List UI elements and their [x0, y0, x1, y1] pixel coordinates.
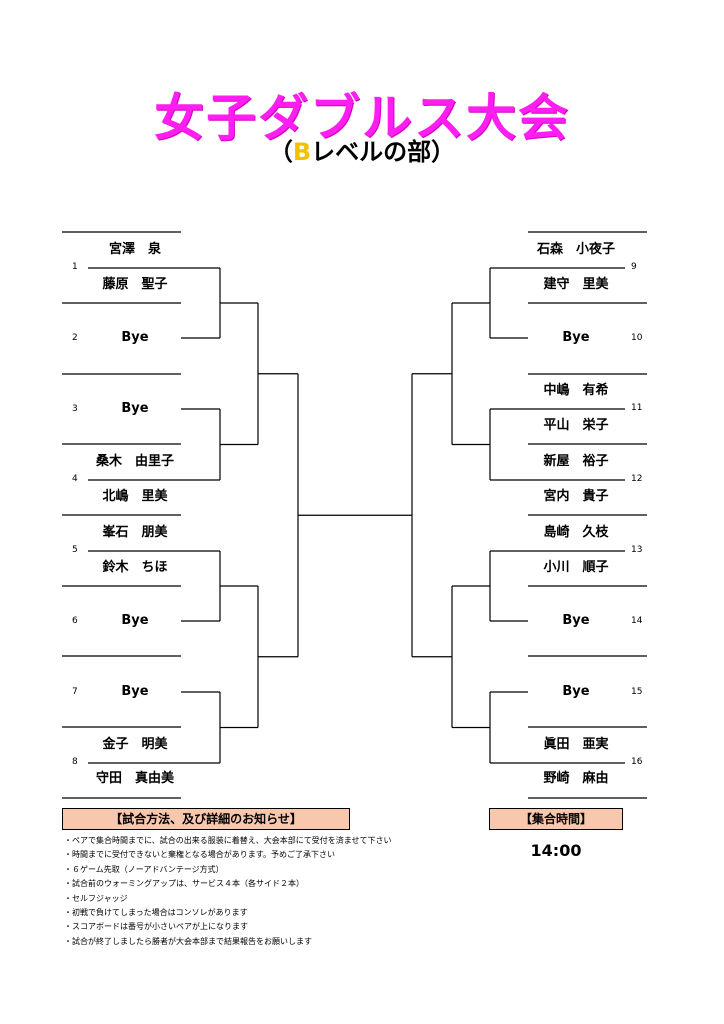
- seed-5: 5: [72, 545, 78, 555]
- entry-15-bye: Bye: [562, 684, 590, 699]
- seed-3: 3: [72, 404, 78, 414]
- page-title: 女子ダブルス大会: [154, 89, 570, 147]
- seed-9: 9: [631, 262, 637, 272]
- notice-item: ・ペアで集合時間までに、試合の出来る服装に着替え、大会本部にて受付を済ませて下さ…: [64, 836, 392, 845]
- seed-2: 2: [72, 333, 78, 343]
- entry-12-player-1: 新屋 裕子: [543, 454, 609, 469]
- meeting-time-heading: 【集合時間】: [489, 808, 623, 830]
- entry-2-bye: Bye: [121, 330, 149, 345]
- entry-4-player-2: 北嶋 里美: [102, 489, 168, 504]
- notice-item: ・スコアボードは番号が小さいペアが上になります: [64, 922, 248, 932]
- entry-14-bye: Bye: [562, 613, 590, 628]
- entry-7-bye: Bye: [121, 684, 149, 699]
- meeting-time-value: 14:00: [530, 841, 582, 860]
- seed-7: 7: [72, 687, 78, 697]
- seed-16: 16: [631, 757, 643, 767]
- entry-5-player-2: 鈴木 ちほ: [102, 560, 168, 575]
- seed-6: 6: [72, 616, 78, 626]
- entry-8-player-1: 金子 明美: [102, 737, 168, 752]
- entry-9-player-2: 建守 里美: [543, 277, 609, 292]
- entry-16-player-2: 野崎 麻由: [543, 771, 609, 786]
- entry-6-bye: Bye: [121, 613, 149, 628]
- notice-item: ・６ゲーム先取（ノーアドバンテージ方式）: [64, 864, 224, 874]
- seed-13: 13: [631, 545, 643, 555]
- entry-11-player-2: 平山 栄子: [543, 418, 609, 433]
- entry-9-player-1: 石森 小夜子: [536, 242, 615, 257]
- seed-12: 12: [631, 474, 643, 484]
- subtitle-close-paren: ）: [431, 138, 456, 166]
- notice-item: ・セルフジャッジ: [64, 893, 128, 903]
- entry-8-player-2: 守田 真由美: [95, 771, 174, 786]
- entry-12-player-2: 宮内 貴子: [543, 489, 609, 504]
- subtitle-level-text: レベルの部: [311, 138, 432, 166]
- entry-1-player-1: 宮澤 泉: [108, 242, 161, 257]
- seed-11: 11: [631, 403, 643, 413]
- seed-14: 14: [631, 616, 643, 626]
- seed-1: 1: [72, 262, 78, 272]
- entry-11-player-1: 中嶋 有希: [543, 383, 609, 398]
- entry-13-player-2: 小川 順子: [543, 560, 609, 575]
- seed-10: 10: [631, 333, 643, 343]
- notice-item: ・試合が終了しましたら勝者が大会本部まで結果報告をお願いします: [64, 936, 312, 946]
- entry-10-bye: Bye: [562, 330, 590, 345]
- seed-15: 15: [631, 687, 643, 697]
- entry-16-player-1: 眞田 亜実: [543, 737, 609, 752]
- notice-item: ・時間までに受付できないと棄権となる場合があります。予めご了承下さい: [64, 850, 335, 860]
- subtitle-level-letter: B: [292, 138, 312, 166]
- subtitle-open-paren: （: [268, 138, 293, 166]
- entry-4-player-1: 桑木 由里子: [95, 454, 174, 469]
- notice-item: ・試合前のウォーミングアップは、サービス４本（各サイド２本）: [64, 879, 304, 889]
- entry-1-player-2: 藤原 聖子: [102, 277, 168, 292]
- entry-13-player-1: 島崎 久枝: [543, 525, 609, 540]
- seed-4: 4: [72, 474, 78, 484]
- entry-5-player-1: 峯石 朋美: [102, 525, 168, 540]
- page-subtitle: （Bレベルの部）: [0, 132, 724, 167]
- entry-3-bye: Bye: [121, 401, 149, 416]
- notice-heading: 【試合方法、及び詳細のお知らせ】: [62, 808, 350, 830]
- seed-8: 8: [72, 757, 78, 767]
- notice-item: ・初戦で負けてしまった場合はコンソレがあります: [64, 908, 248, 918]
- notice-list: ・ペアで集合時間までに、試合の出来る服装に着替え、大会本部にて受付を済ませて下さ…: [64, 834, 464, 949]
